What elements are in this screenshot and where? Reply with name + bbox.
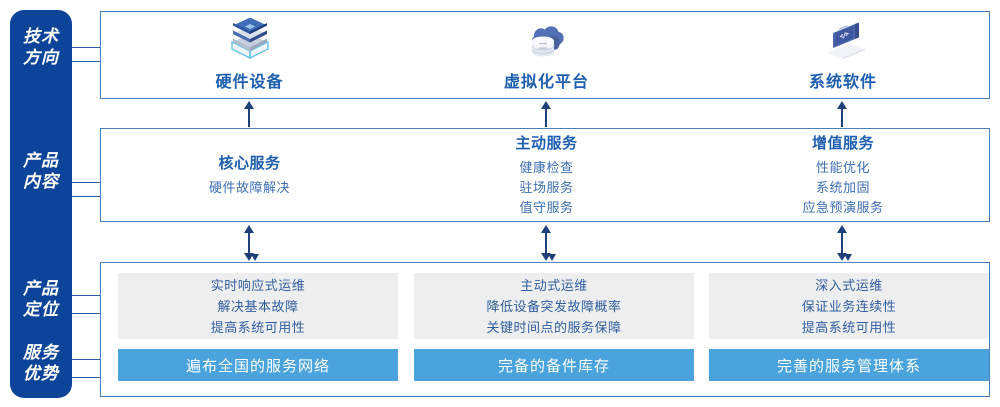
rail-label-line1: 技术 [23,27,59,46]
content-column-value-added-service[interactable]: 增值服务 性能优化 系统加固 应急预演服务 [695,129,991,221]
rail-label-line1: 服务 [23,343,59,362]
connector-stub [72,61,108,62]
arrow-up-icon [832,101,852,127]
product-content-panel: 核心服务 硬件故障解决 主动服务 健康检查 驻场服务 值守服务 增值服务 性能优… [100,128,990,222]
content-column-line: 性能优化 [815,160,870,175]
position-line: 保证业务连续性 [801,298,897,314]
content-column-line: 系统加固 [815,180,870,195]
connector-stub [72,313,108,314]
rail-label-line1: 产品 [23,279,59,298]
rail-item-service-advantage[interactable]: 服务 优势 [10,342,72,384]
content-column-core-service[interactable]: 核心服务 硬件故障解决 [101,129,398,221]
rail-item-product-position[interactable]: 产品 定位 [10,278,72,320]
content-column-heading: 核心服务 [218,155,281,172]
advantage-bar-management-system[interactable]: 完善的服务管理体系 [709,349,989,381]
rail-label-line1: 产品 [23,151,59,170]
content-column-line: 健康检查 [519,160,574,175]
position-line: 提高系统可用性 [210,319,306,335]
advantage-bar-spare-parts[interactable]: 完备的备件库存 [414,349,694,381]
left-rail [10,10,72,398]
tech-column-hardware[interactable]: 硬件设备 [101,12,398,98]
code-software-icon [815,18,871,66]
content-column-line: 硬件故障解决 [208,180,290,195]
position-line: 降低设备突发故障概率 [486,298,622,314]
rail-label-line2: 方向 [23,48,59,67]
position-line: 深入式运维 [815,277,883,293]
position-line: 主动式运维 [520,277,588,293]
tech-column-system-software[interactable]: 系统软件 [695,12,991,98]
connector-stub [72,196,108,197]
advantage-bar-service-network[interactable]: 遍布全国的服务网络 [118,349,398,381]
connector-stub [72,377,108,378]
rail-label-line2: 优势 [23,364,59,383]
arrow-up-down-icon [832,225,852,261]
rail-label-line2: 定位 [23,300,59,319]
content-column-proactive-service[interactable]: 主动服务 健康检查 驻场服务 值守服务 [398,129,695,221]
position-line: 解决基本故障 [217,298,299,314]
rail-label-line2: 内容 [23,172,59,191]
position-box-proactive[interactable]: 主动式运维 降低设备突发故障概率 关键时间点的服务保障 [414,273,694,339]
tech-column-title: 硬件设备 [215,74,284,91]
position-box-realtime[interactable]: 实时响应式运维 解决基本故障 提高系统可用性 [118,273,398,339]
rail-item-product-content[interactable]: 产品 内容 [10,150,72,192]
cloud-database-icon [519,18,575,66]
connector-stub [72,182,108,183]
connector-stub [72,47,108,48]
arrow-up-icon [239,101,259,127]
content-column-line: 应急预演服务 [802,200,884,215]
content-column-heading: 增值服务 [811,135,874,152]
position-line: 实时响应式运维 [210,277,306,293]
server-stack-icon [222,18,278,66]
content-column-heading: 主动服务 [515,135,578,152]
product-position-panel: 实时响应式运维 解决基本故障 提高系统可用性 主动式运维 降低设备突发故障概率 … [100,262,990,397]
position-line: 关键时间点的服务保障 [486,319,622,335]
tech-direction-panel: 硬件设备 虚拟化平台 [100,11,990,99]
tech-column-title: 虚拟化平台 [503,74,589,91]
connector-stub [72,295,108,296]
content-column-line: 驻场服务 [519,180,574,195]
arrow-down-icon [842,252,854,261]
tech-column-virtualization[interactable]: 虚拟化平台 [398,12,695,98]
connector-stub [72,359,108,360]
tech-column-title: 系统软件 [808,74,877,91]
arrow-up-down-icon [239,225,259,261]
arrow-down-icon [546,252,558,261]
content-column-line: 值守服务 [519,200,574,215]
arrow-down-icon [249,252,261,261]
arrow-up-down-icon [536,225,556,261]
position-line: 提高系统可用性 [801,319,897,335]
arrow-up-icon [536,101,556,127]
position-box-deep[interactable]: 深入式运维 保证业务连续性 提高系统可用性 [709,273,989,339]
rail-item-tech-direction[interactable]: 技术 方向 [10,26,72,68]
